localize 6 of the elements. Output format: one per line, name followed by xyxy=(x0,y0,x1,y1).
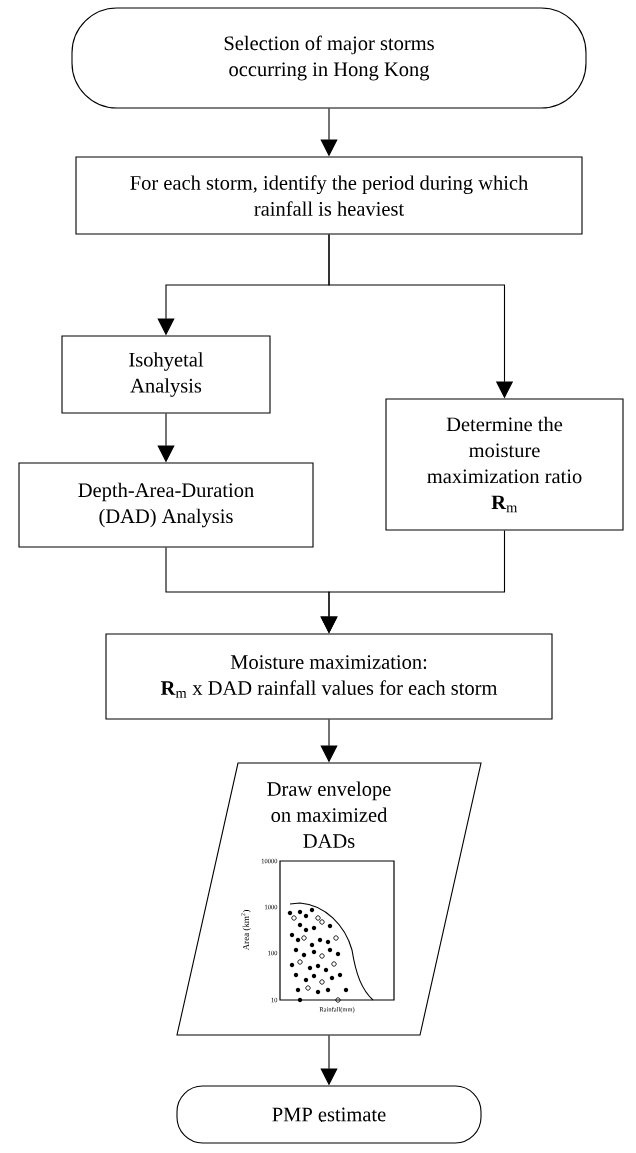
process-box: Moisture maximization: R$_{m}$ x DAD rainfall values for each storm xyxy=(105,633,553,720)
axis-label: Area (km$^{2}$) xyxy=(241,910,251,951)
process-box: Depth-Area-Duration (DAD) Analysis xyxy=(18,462,314,548)
process-box: Isohyetal Analysis xyxy=(61,335,271,414)
process-box: Determine the moisture maximization ratio R$_{m}$ xyxy=(385,398,624,531)
process-box: For each storm, identify the period during which rainfall is heaviest xyxy=(75,156,583,235)
